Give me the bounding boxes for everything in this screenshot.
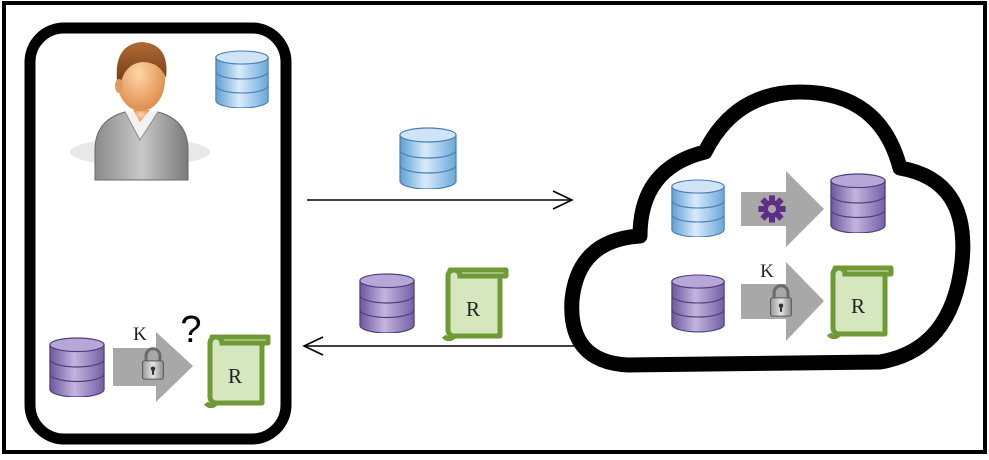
cloud-input-database-icon	[671, 179, 725, 237]
cloud-result-label: R	[851, 294, 865, 318]
gear-icon	[758, 195, 786, 223]
result-label: R	[228, 364, 242, 388]
user-icon	[70, 42, 210, 181]
returned-result-label: R	[466, 297, 480, 321]
upload-arrow	[307, 190, 574, 210]
encrypted-database-icon	[49, 337, 105, 397]
user-database-icon	[215, 50, 269, 108]
uploaded-database-icon	[399, 127, 457, 189]
cloud-encrypted-database-icon	[830, 173, 886, 233]
cloud-key-label: K	[760, 261, 774, 282]
download-arrow	[302, 336, 575, 356]
question-mark: ?	[180, 309, 201, 351]
key-label: K	[133, 324, 147, 345]
cloud-encrypted-input-icon	[671, 274, 725, 333]
returned-database-icon	[359, 273, 415, 333]
